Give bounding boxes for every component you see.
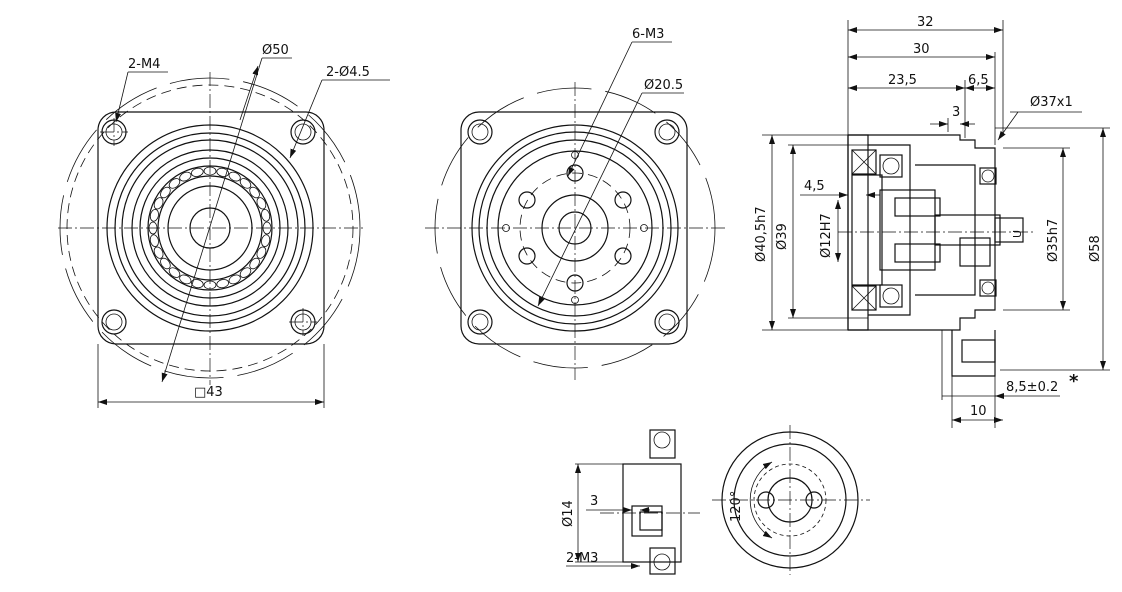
roller-element [249, 257, 260, 270]
dim-dia-39: Ø39 [775, 223, 790, 250]
roller-element [179, 171, 192, 182]
roller-element [190, 167, 204, 177]
dim-dia-40-5: Ø40,5h7 [754, 206, 769, 262]
shaft-u-mark: U [1011, 230, 1024, 238]
dim-dia-35: Ø35h7 [1046, 219, 1061, 262]
dim-dia-58: Ø58 [1088, 235, 1103, 262]
label-square-43: □43 [194, 385, 223, 400]
label-dia-20-5: Ø20.5 [644, 78, 683, 93]
roller-element [149, 234, 159, 248]
dim-4-5: 4,5 [804, 179, 825, 194]
roller-element [153, 246, 164, 259]
roller-element [239, 178, 252, 189]
dim-3-bottom: 3 [590, 494, 598, 509]
dim-dia-14: Ø14 [561, 500, 576, 527]
adapter-face-view: 120° [712, 425, 870, 575]
roller-element [216, 167, 230, 177]
roller-element [261, 234, 271, 248]
label-dia-50: Ø50 [262, 43, 289, 58]
dim-8-5: 8,5±0.2 [1006, 380, 1058, 395]
bearing-symbols [851, 149, 997, 311]
roller-element [168, 267, 181, 278]
front-view-flange: 6-M3 Ø20.5 [425, 27, 725, 380]
adapter-section-view: Ø14 3 2-M3 [561, 429, 700, 575]
roller-element [228, 274, 241, 285]
dim-30: 30 [913, 42, 930, 57]
roller-element [179, 274, 192, 285]
dim-star: * [1069, 371, 1079, 392]
dim-32: 32 [917, 15, 934, 30]
dim-6-5: 6,5 [968, 73, 989, 88]
label-thread-37: Ø37x1 [1030, 95, 1073, 110]
dim-angle-120: 120° [729, 491, 744, 522]
roller-element [261, 208, 271, 222]
roller-element [228, 171, 241, 182]
roller-element [153, 197, 164, 210]
roller-element [160, 257, 171, 270]
label-holes-m3-2: 2-M3 [566, 551, 598, 566]
side-section-view: 32 30 23,5 6,5 3 Ø37x1 4,5 Ø40,5h7 Ø39 Ø… [754, 15, 1110, 428]
roller-element [216, 279, 230, 289]
dim-dia-12: Ø12H7 [819, 213, 834, 258]
roller-element [168, 178, 181, 189]
roller-element [239, 267, 252, 278]
dim-10: 10 [970, 404, 987, 419]
label-holes-m3-6: 6-M3 [632, 27, 664, 42]
roller-element [256, 246, 267, 259]
roller-element [190, 279, 204, 289]
roller-element [160, 186, 171, 199]
label-holes-m4: 2-M4 [128, 57, 160, 72]
front-view-bearing: 2-M4 Ø50 2-Ø4.5 □43 [58, 43, 390, 408]
roller-element [249, 186, 260, 199]
dim-3-top: 3 [952, 105, 960, 120]
roller-element [256, 197, 267, 210]
dim-23-5: 23,5 [888, 73, 917, 88]
roller-element [149, 208, 159, 222]
roller-ring [148, 166, 272, 290]
label-holes-4-5: 2-Ø4.5 [326, 65, 370, 80]
